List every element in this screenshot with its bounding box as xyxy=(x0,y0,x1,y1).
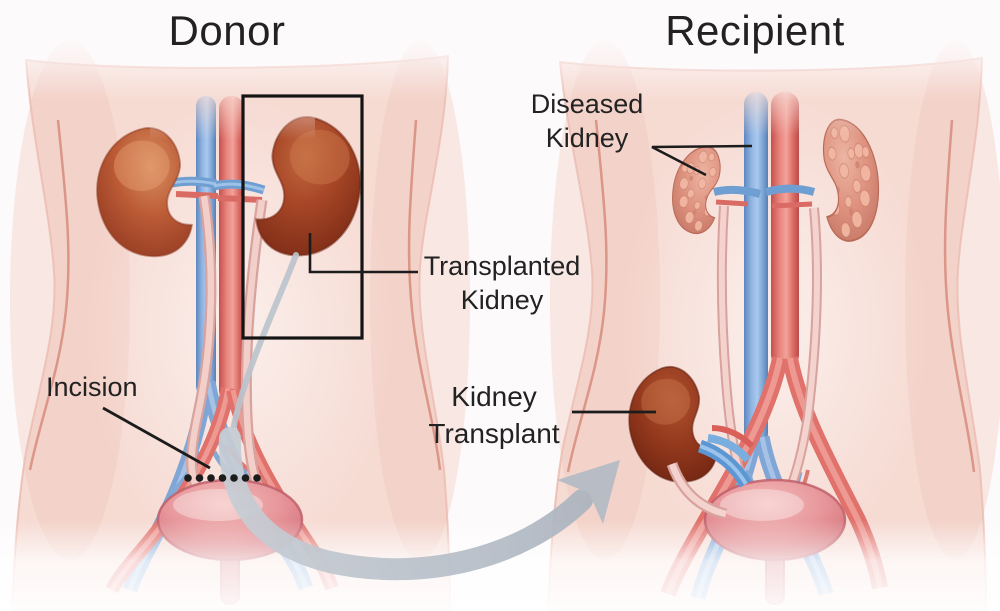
transplant-arrow-icon xyxy=(218,252,620,581)
transplanted-kidney-pointer xyxy=(308,233,418,274)
transplant-selection-box xyxy=(241,94,364,340)
donor-renal-vessels xyxy=(171,176,266,203)
donor-left-kidney xyxy=(89,123,196,263)
recipient-title: Recipient xyxy=(665,7,845,54)
transplant-vessels xyxy=(697,425,755,488)
transplanted-kidney-label: Transplanted Kidney xyxy=(423,251,581,315)
kidney-transplant-label: Kidney Transplant xyxy=(428,381,560,449)
incision-dots xyxy=(184,474,261,482)
top-fade xyxy=(0,0,1000,100)
recipient-renal-vessels xyxy=(713,184,816,209)
incision-pointer xyxy=(102,406,211,470)
diseased-kidney-label: Diseased Kidney xyxy=(530,89,644,153)
donor-title: Donor xyxy=(168,7,286,54)
donor-aorta xyxy=(219,96,244,402)
donor-boxed-kidney xyxy=(250,110,372,266)
transplant-ureter xyxy=(666,462,728,520)
bottom-fog xyxy=(0,520,1000,611)
incision-label: Incision xyxy=(46,372,138,402)
diseased-kidney-pointer xyxy=(651,144,753,177)
